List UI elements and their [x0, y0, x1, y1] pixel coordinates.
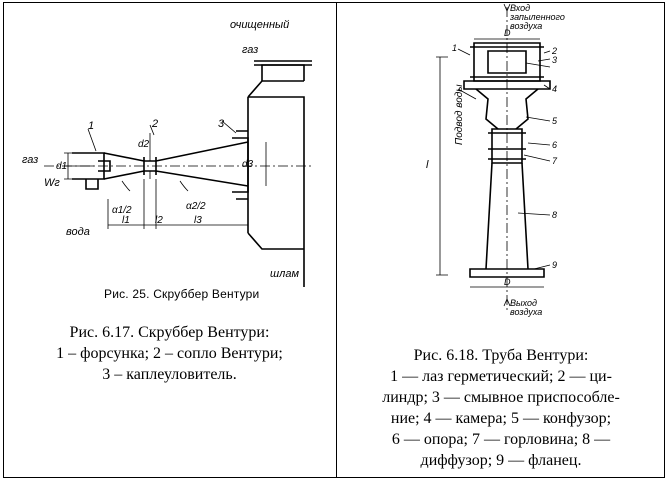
caption-line: 1 – форсунка; 2 – сопло Вентури; [56, 345, 283, 362]
left-panel: газ Wг вода 1 2 3 очищенный газ шлам d1 … [4, 3, 335, 477]
table-frame [3, 2, 665, 478]
label-1: 1 [452, 43, 457, 53]
label-5: 5 [552, 116, 558, 126]
figure-6-17-caption: Рис. 6.17. Скруббер Вентури: 1 – форсунк… [4, 322, 335, 385]
label-3: 3 [218, 118, 225, 130]
alpha1-label: α1/2 [112, 205, 132, 216]
caption-line: 1 — лаз герметический; 2 — ци- [390, 368, 612, 385]
d3-label: d3 [242, 159, 254, 170]
l2-label: l2 [155, 215, 163, 226]
l3-label: l3 [194, 215, 202, 226]
alpha2-label: α2/2 [186, 201, 206, 212]
gas-label: газ [22, 154, 38, 166]
diffuser [155, 141, 249, 187]
label-8: 8 [552, 210, 557, 220]
figure-inner-caption: Рис. 25. Скруббер Вентури [104, 287, 260, 301]
label-7: 7 [552, 156, 558, 166]
d1-label: d1 [56, 161, 67, 172]
d-top-label: D [504, 28, 511, 38]
caption-line: диффузор; 9 — фланец. [420, 452, 582, 469]
label-1: 1 [88, 120, 94, 132]
label-6: 6 [552, 140, 557, 150]
bottom-flange [469, 268, 545, 278]
separator-body [247, 96, 305, 287]
label-2: 2 [551, 46, 557, 56]
caption-line: Рис. 6.18. Труба Вентури: [413, 347, 589, 364]
water-supply-label: Подвод воды [454, 84, 465, 145]
venturi-scrubber-drawing: газ Wг вода 1 2 3 очищенный газ шлам d1 … [22, 19, 314, 287]
water-label: вода [66, 226, 90, 238]
d2-label: d2 [138, 139, 150, 150]
clean-gas-label-1: очищенный [230, 19, 289, 31]
caption-line: Рис. 6.17. Скруббер Вентури: [69, 324, 270, 341]
venturi-tube-drawing: Вход запыленного воздуха Выход воздуха П… [426, 3, 565, 317]
label-9: 9 [552, 260, 557, 270]
length-label: l [426, 159, 429, 171]
clean-gas-label-2: газ [242, 44, 258, 56]
label-3: 3 [552, 55, 557, 65]
diffuser-body [485, 162, 529, 270]
caption-line: 3 – каплеуловитель. [102, 366, 237, 383]
inlet-label-2: запыленного [509, 12, 565, 22]
outlet-label-1: Выход [510, 298, 537, 308]
right-panel: Вход запыленного воздуха Выход воздуха П… [338, 3, 664, 477]
confuser-body [475, 88, 539, 130]
sludge-label: шлам [270, 268, 299, 280]
confuser [103, 152, 145, 180]
water-nozzle [85, 160, 111, 190]
caption-line: линдр; 3 — смывное приспособле- [382, 389, 620, 406]
label-2: 2 [151, 118, 158, 130]
label-4: 4 [552, 84, 557, 94]
d-bottom-label: D [504, 277, 511, 287]
caption-line: ние; 4 — камера; 5 — конфузор; [390, 410, 612, 427]
outlet-label-2: воздуха [510, 307, 542, 317]
figure-6-18-caption: Рис. 6.18. Труба Вентури: 1 — лаз гермет… [344, 345, 658, 471]
inlet-label-3: воздуха [510, 21, 542, 31]
wg-label: Wг [44, 177, 60, 189]
caption-line: 6 — опора; 7 — горловина; 8 — [391, 431, 611, 448]
l1-label: l1 [122, 215, 130, 226]
column-divider [336, 2, 337, 478]
outlet-pipe [261, 64, 305, 81]
inlet-label-1: Вход [510, 3, 530, 13]
